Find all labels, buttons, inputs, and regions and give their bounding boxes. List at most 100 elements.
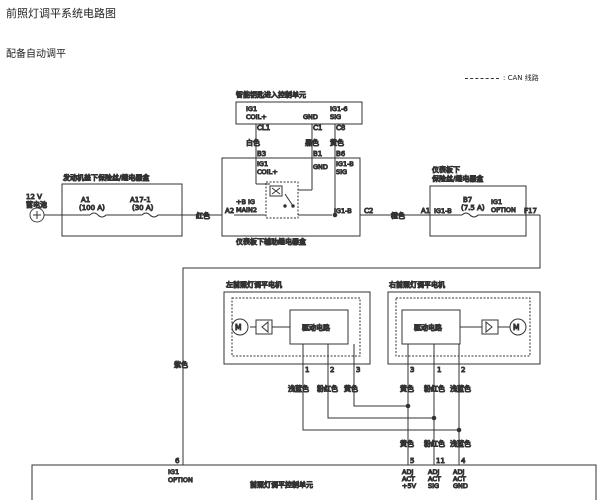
- junction-yellow: [405, 403, 411, 409]
- fuse-a1-label: A1: [81, 196, 90, 204]
- fuse-b7-rating: (7.5 A): [461, 204, 485, 212]
- can-legend-label: : CAN 线路: [503, 74, 539, 82]
- left-motor-title: 左前照灯调平电机: [226, 280, 282, 289]
- wire-left-light-blue: [302, 364, 459, 431]
- left-driver-box: [289, 309, 349, 345]
- right-motor-symbol: M: [513, 323, 519, 332]
- relay-ig1b: IG1-B: [336, 160, 354, 168]
- dash-pin-f17: F17: [524, 207, 537, 215]
- junction-pink: [431, 415, 437, 421]
- smart-entry-gnd: GND: [303, 113, 318, 121]
- left-motor-gear-icon: [250, 319, 273, 335]
- wire-black-label: 黑色: [305, 138, 319, 147]
- left-motor-unit: [223, 291, 371, 365]
- right-motor-inner: [395, 297, 531, 357]
- page-subtitle: 配备自动调平: [6, 49, 66, 60]
- relay-gnd: GND: [313, 163, 328, 171]
- cu-pin-11: 11: [436, 457, 445, 465]
- bottom-wire-light-blue-label: 浅蓝色: [450, 439, 471, 448]
- engine-fusebox: [61, 183, 183, 237]
- right-wire-light-blue-label: 浅蓝色: [450, 384, 471, 393]
- smart-entry-coil: COIL+: [246, 113, 267, 121]
- fuse-a1-icon: [62, 212, 142, 218]
- right-pin-2: 2: [461, 366, 465, 374]
- dash-ig1: IG1: [491, 198, 502, 206]
- cu-adj1-c: +5V: [402, 482, 417, 490]
- relay-main2: MAIN2: [236, 206, 257, 214]
- junction-light-blue: [456, 427, 462, 433]
- pin-b1: B1: [313, 150, 322, 158]
- dash-ig1b: IG1-B: [434, 207, 452, 215]
- pin-c8: C8: [336, 124, 345, 132]
- battery-icon: [29, 207, 45, 223]
- right-driver-label: 驱动电路: [414, 323, 442, 332]
- cu-pin-4: 4: [461, 457, 466, 465]
- relay-box: [221, 157, 361, 237]
- smart-entry-sig: SIG: [330, 113, 341, 121]
- wire-left-yellow: [353, 364, 408, 407]
- wire-purple: [182, 215, 541, 465]
- right-motor-unit: [387, 291, 541, 365]
- left-pin-2: 2: [330, 366, 334, 374]
- right-pin-3: 3: [410, 366, 414, 374]
- dash-option: OPTION: [491, 206, 516, 214]
- left-pin-3: 3: [356, 366, 360, 374]
- wire-white-label: 白色: [246, 138, 260, 147]
- bottom-wire-yellow-label: 黄色: [400, 439, 414, 448]
- fuse-a1-rating: (100 A): [79, 204, 105, 212]
- relay-ig1b-out: IG1-B: [334, 207, 352, 215]
- battery-voltage: 12 V: [26, 193, 42, 201]
- cu-adj1-b: ACT: [402, 475, 415, 483]
- smart-entry-title: 智能钥匙进入控制单元: [236, 90, 306, 99]
- cu-adj2-b: ACT: [428, 475, 441, 483]
- cu-pin-5: 5: [410, 457, 414, 465]
- fuse-b7-label: B7: [463, 196, 472, 204]
- page-title: 前照灯调平系统电路图: [6, 7, 116, 20]
- cu-adj3-c: GND: [453, 482, 468, 490]
- fuse-b7-icon: [422, 212, 540, 218]
- fuse-a17-icon: [141, 212, 182, 218]
- left-wire-light-blue-label: 浅蓝色: [288, 384, 309, 393]
- smart-entry-ig1-6: IG1-6: [330, 105, 348, 113]
- cu-ig1: IG1: [168, 468, 179, 476]
- wire-left-pink: [327, 364, 434, 419]
- can-legend-dash: [465, 77, 499, 79]
- pin-b3: B3: [257, 150, 266, 158]
- dash-fusebox-title-2: 保险丝/继电器盒: [432, 174, 483, 183]
- cu-title: 前照灯调平控制单元: [250, 480, 313, 489]
- right-wire-pink-label: 粉红色: [424, 384, 445, 393]
- left-pin-1: 1: [305, 366, 309, 374]
- right-motor-gear-icon: [481, 319, 510, 335]
- cu-adj3-a: ADJ: [453, 468, 464, 476]
- wire-orange-label: 橙色: [391, 211, 405, 220]
- right-wire-yellow-label: 黄色: [400, 384, 414, 393]
- smart-entry-ig1: IG1: [246, 105, 257, 113]
- dash-fusebox-title-1: 仪表板下: [432, 165, 460, 174]
- dash-fusebox: [429, 185, 527, 237]
- left-wire-yellow-label: 黄色: [344, 384, 358, 393]
- relay-junction: [332, 212, 338, 218]
- cu-adj2-c: SIG: [428, 482, 439, 490]
- cu-option: OPTION: [168, 476, 193, 484]
- wire-yellow-label: 黄色: [330, 138, 344, 147]
- relay-icon: [265, 181, 299, 219]
- dash-pin-a1: A1: [421, 207, 430, 215]
- cu-adj2-a: ADJ: [428, 468, 439, 476]
- left-motor-symbol: M: [235, 323, 241, 332]
- fuse-a17-label: A17-1: [130, 196, 151, 204]
- relay-coil: COIL+: [257, 168, 278, 176]
- fuse-a17-rating: (30 A): [132, 204, 154, 212]
- pin-b6: B6: [336, 150, 346, 158]
- relay-box-title: 仪表板下辅助继电器盒: [236, 237, 306, 246]
- engine-fusebox-title: 发动机盖下保险丝/继电器盒: [63, 173, 149, 182]
- battery-name: 蓄电池: [26, 200, 47, 209]
- relay-plus-b-ig: +B IG: [236, 198, 255, 206]
- wire-purple-label: 紫色: [174, 360, 188, 369]
- cu-adj3-b: ACT: [453, 475, 466, 483]
- can-legend: : CAN 线路: [465, 73, 539, 83]
- right-pin-1: 1: [437, 366, 441, 374]
- right-motor-title: 右前照灯调平电机: [389, 280, 445, 289]
- relay-ig1: IG1: [257, 160, 268, 168]
- cu-pin-6: 6: [175, 457, 180, 465]
